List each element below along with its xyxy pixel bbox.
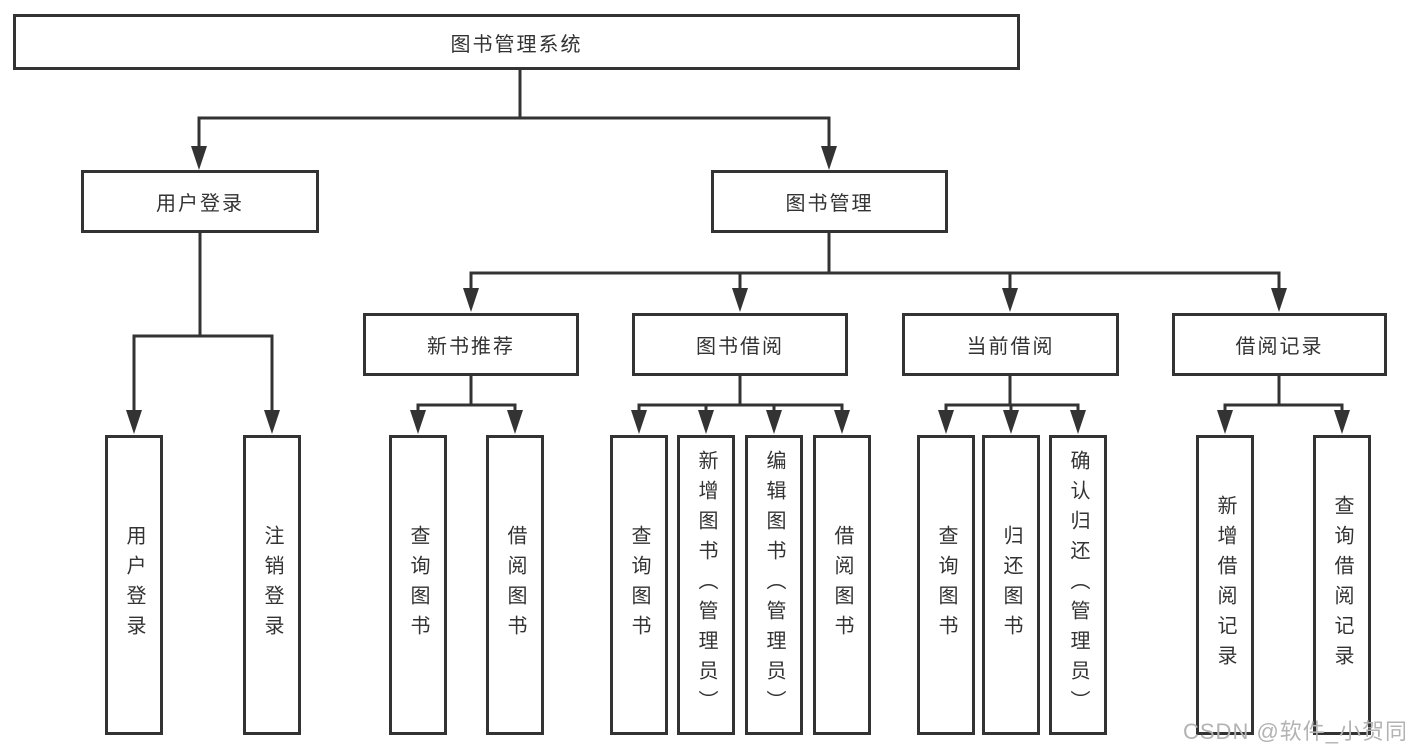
node-label: 图书管理系统 (450, 33, 583, 56)
node-label: 新增图书（管理员） (695, 450, 717, 720)
node-label: 查询借阅记录 (1331, 495, 1353, 675)
node-label: 编辑图书（管理员） (763, 450, 785, 720)
leaf-user-login: 用户登录 (105, 435, 163, 735)
connector-current-borrow-to-leaves (938, 376, 1086, 434)
node-label: 归还图书 (1000, 525, 1022, 645)
node-label: 图书借阅 (696, 336, 784, 358)
node-book-management: 图书管理 (711, 170, 948, 233)
node-new-book-recommend: 新书推荐 (363, 313, 579, 376)
node-current-borrow: 当前借阅 (902, 313, 1119, 376)
connector-new-book-to-leaves (410, 376, 523, 434)
leaf-logout: 注销登录 (243, 435, 301, 735)
leaf-newbook-borrow-book: 借阅图书 (486, 435, 544, 735)
connector-root-to-level1 (191, 70, 837, 170)
leaf-newbook-query-book: 查询图书 (389, 435, 447, 735)
node-root-library-system: 图书管理系统 (13, 14, 1020, 70)
leaf-borrow-query-book: 查询图书 (610, 435, 668, 735)
node-label: 查询图书 (628, 525, 650, 645)
node-book-borrow: 图书借阅 (632, 313, 848, 376)
node-label: 借阅图书 (504, 525, 526, 645)
leaf-current-query-book: 查询图书 (917, 435, 975, 735)
node-label: 查询图书 (407, 525, 429, 645)
node-label: 新书推荐 (427, 336, 515, 358)
node-label: 图书管理 (785, 193, 874, 215)
leaf-current-return-book: 归还图书 (982, 435, 1040, 735)
leaf-record-query-borrow-record: 查询借阅记录 (1313, 435, 1371, 735)
node-label: 借阅记录 (1235, 336, 1324, 358)
node-label: 用户登录 (123, 525, 145, 645)
node-label: 当前借阅 (966, 336, 1055, 358)
leaf-borrow-borrow-book: 借阅图书 (813, 435, 871, 735)
node-user-login: 用户登录 (81, 170, 319, 233)
node-label: 注销登录 (261, 525, 283, 645)
leaf-record-add-borrow-record: 新增借阅记录 (1196, 435, 1254, 735)
connector-book-borrow-to-leaves (631, 376, 850, 434)
node-label: 借阅图书 (831, 525, 853, 645)
node-label: 确认归还（管理员） (1067, 450, 1089, 720)
node-label: 用户登录 (156, 193, 244, 215)
leaf-borrow-add-book-admin: 新增图书（管理员） (677, 435, 735, 735)
connector-book-management-to-level2 (463, 233, 1287, 312)
node-label: 新增借阅记录 (1214, 495, 1236, 675)
leaf-current-confirm-return-admin: 确认归还（管理员） (1049, 435, 1107, 735)
connector-borrow-record-to-leaves (1217, 376, 1350, 434)
leaf-borrow-edit-book-admin: 编辑图书（管理员） (745, 435, 803, 735)
csdn-watermark: CSDN @软件_小贺同学 (1183, 719, 1405, 744)
connector-user-login-to-leaves (126, 233, 280, 434)
node-label: 查询图书 (935, 525, 957, 645)
node-borrow-record: 借阅记录 (1172, 313, 1387, 376)
